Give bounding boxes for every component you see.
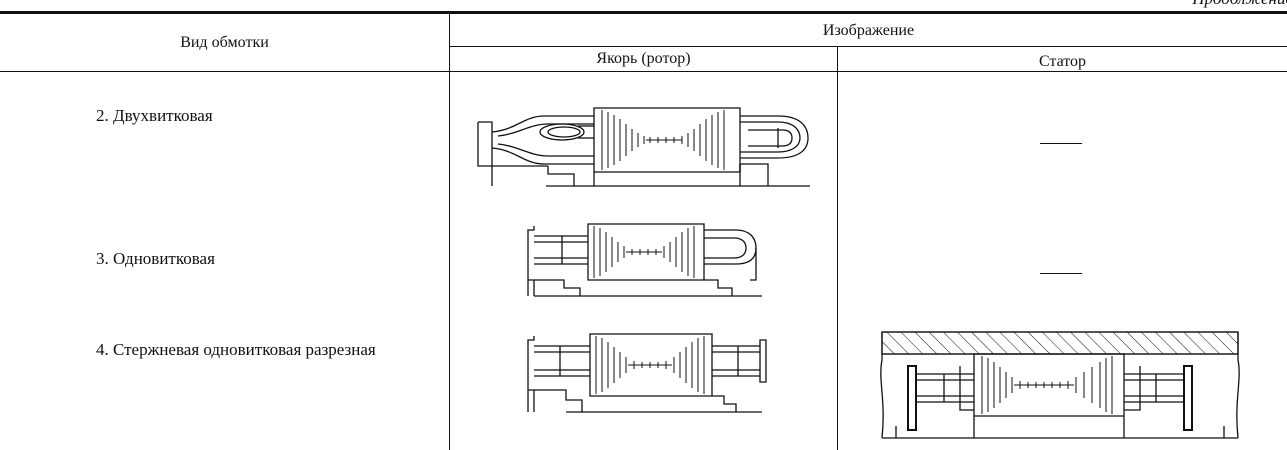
column-divider-1 <box>449 13 450 450</box>
single-turn-armature-drawing <box>522 222 762 298</box>
bar-split-armature-drawing <box>522 332 770 414</box>
header-bottom-rule <box>0 71 1287 72</box>
header-mid-rule <box>449 46 1287 47</box>
header-image: Изображение <box>822 22 915 39</box>
header-winding-type: Вид обмотки <box>180 34 269 51</box>
two-turn-armature-drawing <box>478 106 810 188</box>
row-label-single-turn: 3. Одновитковая <box>96 249 215 268</box>
header-stator: Статор <box>1038 53 1087 70</box>
table-top-rule <box>0 11 1287 14</box>
column-divider-2 <box>837 46 838 450</box>
row-label-bar-split: 4. Стержневая одновитковая разрезная <box>96 340 376 359</box>
stator-dash-single-turn <box>1040 273 1082 274</box>
header-armature: Якорь (ротор) <box>596 50 691 67</box>
stator-dash-two-turn <box>1040 143 1082 144</box>
row-label-two-turn: 2. Двухвитковая <box>96 106 213 125</box>
continuation-note: Продолжение <box>1192 0 1287 9</box>
bar-split-stator-drawing <box>856 330 1244 440</box>
